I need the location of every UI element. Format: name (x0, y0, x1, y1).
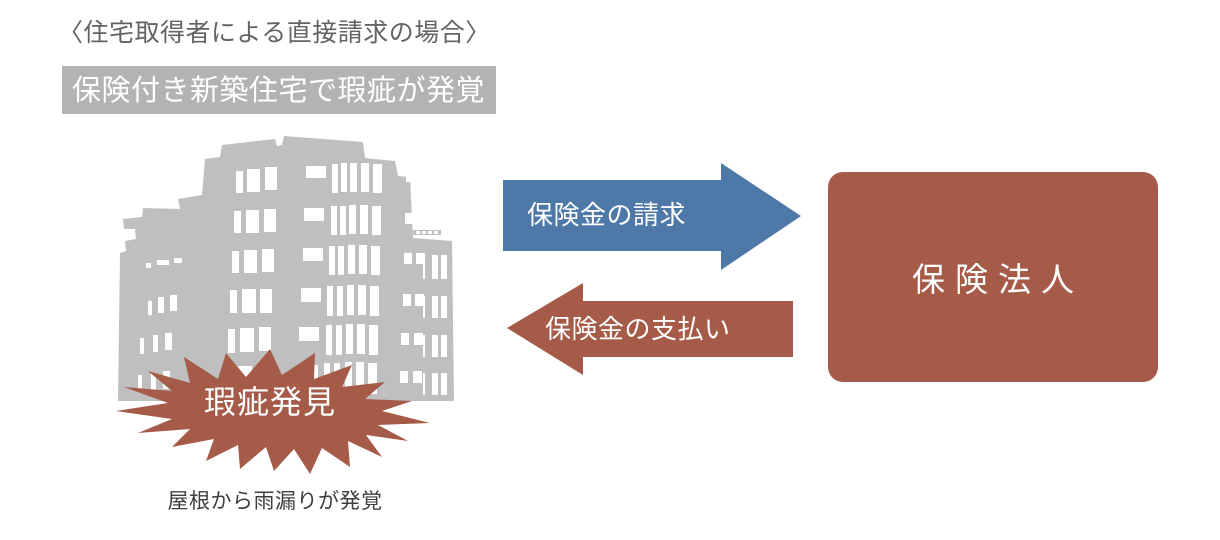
banner-background (62, 66, 496, 114)
arrow-left-icon (505, 281, 795, 377)
building-body-icon (118, 136, 481, 401)
arrow-claim-label: 保険金の請求 (527, 200, 687, 230)
starburst-shape (116, 349, 430, 474)
insurer-box (828, 172, 1158, 382)
page-title: 〈住宅取得者による直接請求の場合〉 (58, 19, 491, 47)
insurer-label: 保険法人 (912, 261, 1084, 298)
banner-label: 保険付き新築住宅で瑕疵が発覚 (72, 75, 486, 107)
burst-label: 瑕疵発見 (203, 384, 336, 420)
building-caption: 屋根から雨漏りが発覚 (167, 490, 383, 513)
arrow-payout-label: 保険金の支払い (545, 314, 731, 344)
apartment-building-illustration (110, 133, 485, 403)
hairline-defect-burst (110, 349, 430, 474)
arrow-right-icon (503, 163, 803, 273)
